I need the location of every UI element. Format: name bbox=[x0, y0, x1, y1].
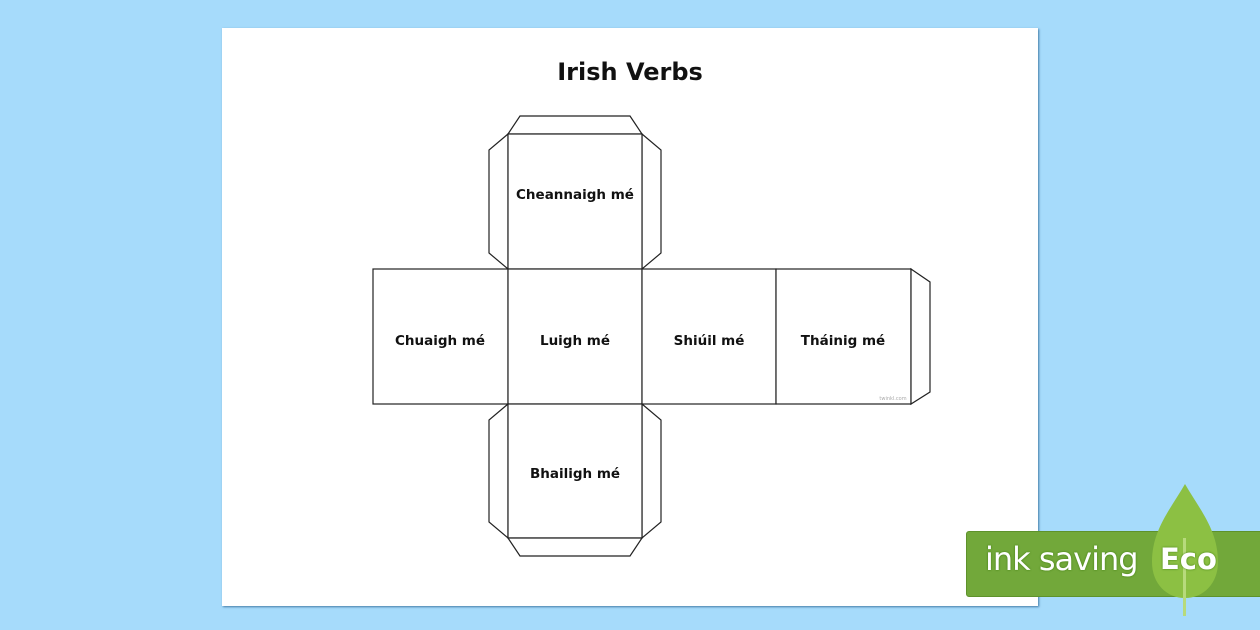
bottom-left-flap bbox=[488, 402, 509, 540]
face-top-label: Cheannaigh mé bbox=[516, 187, 634, 203]
ink-saving-label: ink saving bbox=[985, 540, 1139, 578]
face-top bbox=[507, 133, 643, 270]
face-right-label: Shiúil mé bbox=[674, 333, 745, 349]
face-far-right-label: Tháinig mé bbox=[801, 333, 885, 349]
watermark: twinkl.com bbox=[879, 396, 906, 402]
top-left-flap bbox=[488, 132, 509, 271]
face-far-right bbox=[775, 268, 912, 405]
right-flap bbox=[910, 267, 931, 406]
bottom-flap bbox=[506, 537, 644, 557]
face-center-label: Luigh mé bbox=[540, 333, 610, 349]
top-right-flap bbox=[641, 132, 662, 271]
face-left-label: Chuaigh mé bbox=[395, 333, 485, 349]
eco-label: Eco bbox=[1160, 542, 1217, 576]
bottom-right-flap bbox=[641, 402, 662, 540]
leaf-icon bbox=[1152, 484, 1218, 616]
top-flap bbox=[506, 115, 644, 135]
face-bottom bbox=[507, 403, 643, 539]
page-title: Irish Verbs bbox=[557, 58, 703, 86]
face-bottom-label: Bhailigh mé bbox=[530, 466, 620, 482]
face-center bbox=[507, 268, 643, 405]
